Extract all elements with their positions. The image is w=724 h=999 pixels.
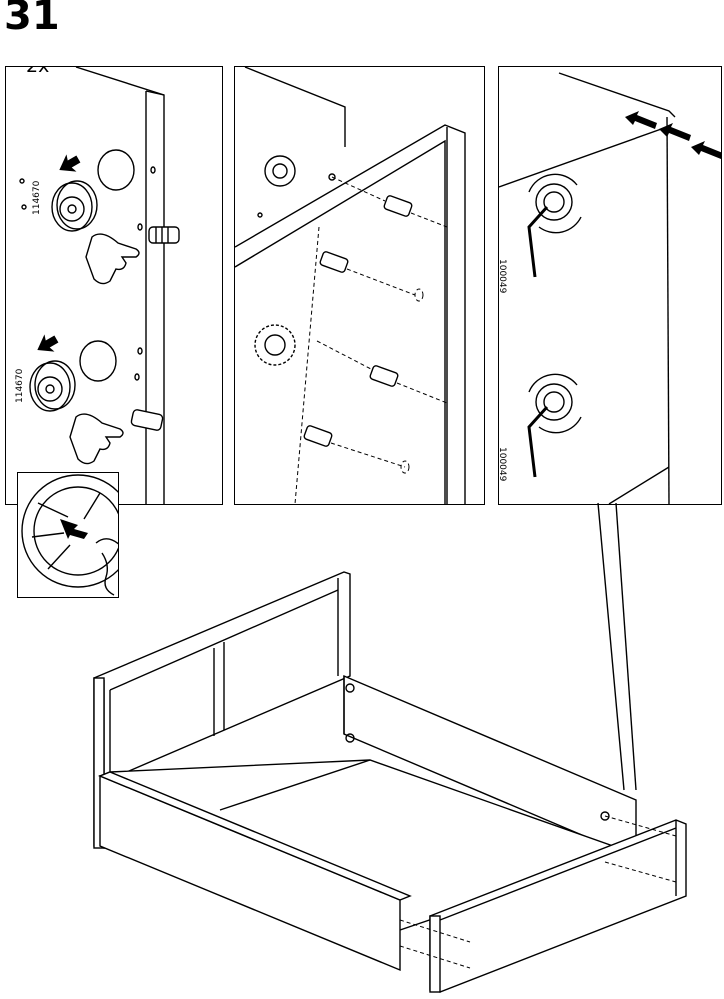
dowel-bottom-icon [130,409,164,431]
detail-panel-cam-lock: 2x 114670 114670 [5,66,223,505]
side-rail-right [343,674,637,867]
quantity-label: 2x [22,67,54,77]
tighten-illustration [499,72,721,504]
dowel-4-icon [303,425,333,447]
headboard [93,571,351,849]
footboard [429,819,687,993]
part-number-bottom: 100049 [498,447,507,482]
push-arrows [37,154,81,352]
part-number-top: 100049 [498,259,507,294]
dowel-illustration [235,67,466,504]
detail-panel-dowels [234,66,485,505]
detail-panel-tighten: 100049 100049 [498,66,722,505]
allen-key-top-icon [527,205,549,278]
cam-closeup-illustration [21,474,118,596]
side-rail-left [98,771,412,972]
cam-wheel-top-icon [528,173,582,234]
floor-panel [98,759,633,931]
part-number-top: 114670 [32,180,42,215]
inset-cam-detail [17,472,119,598]
turn-arrow-icon [60,519,88,539]
cam-wheel-bottom-icon [528,373,582,434]
cam-lock-bottom-icon [29,360,76,412]
dowel-3-icon [369,365,399,387]
push-arrows [625,111,721,159]
cam-lock-top-icon [51,180,98,232]
dowel-1-icon [383,195,413,217]
allen-key-bottom-icon [527,405,549,478]
part-number-bottom: 114670 [15,368,25,403]
hand-bottom-icon [69,413,124,465]
cam-lock-illustration [19,67,180,504]
cam-wheel-top-icon [264,155,296,187]
hand-top-icon [85,233,140,285]
dowel-2-icon [319,251,349,273]
cam-wheel-bottom-icon [254,324,296,366]
dowel-top-icon [148,226,180,244]
step-number: 31 [4,0,60,39]
